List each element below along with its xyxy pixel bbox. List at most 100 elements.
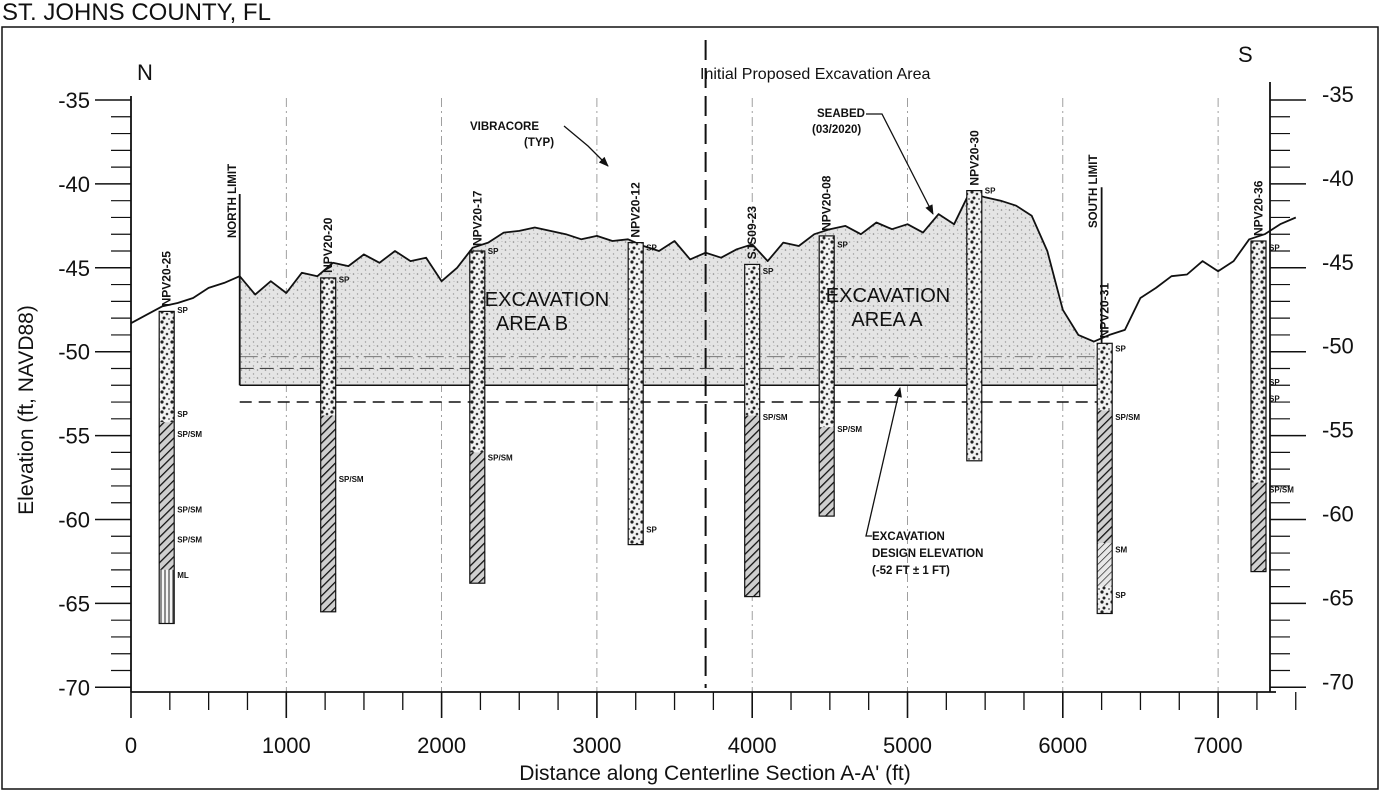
soil-label: SP (837, 240, 848, 249)
y-tick-label-right: -70 (1322, 669, 1354, 694)
boring-name: NPV20-20 (321, 217, 335, 273)
x-tick-label: 7000 (1194, 733, 1243, 758)
boring-layer-sp (819, 235, 835, 428)
area-b-label-2: AREA B (496, 313, 568, 335)
boring-layer-sp (744, 264, 760, 416)
boring-name: NPV20-30 (967, 130, 981, 186)
area-a-label-1: EXCAVATION (826, 285, 950, 307)
boring-layer-sp (320, 277, 336, 416)
boring-name: NPV20-31 (1098, 283, 1112, 339)
boring-outline (320, 277, 337, 613)
boring-outline (469, 250, 486, 584)
x-tick-label: 2000 (417, 733, 466, 758)
y-tick-label-left: -40 (58, 172, 90, 197)
vibracore-label-2: (TYP) (524, 137, 554, 149)
y-tick-label-right: -50 (1322, 334, 1354, 359)
soil-label: SP/SM (837, 425, 862, 434)
plot-frame (1, 26, 1379, 790)
soil-label: SP (177, 306, 188, 315)
x-tick-label: 1000 (262, 733, 311, 758)
soil-label: SP (177, 410, 188, 419)
boring-name: NPV20-17 (470, 190, 484, 246)
boring-layer-sp (1251, 241, 1266, 483)
boring-layer-sp (1097, 343, 1113, 411)
boring-outline (744, 263, 761, 598)
soil-label: SP (1115, 591, 1126, 600)
vibracore-leader (563, 125, 609, 167)
x-tick-label: 5000 (883, 733, 932, 758)
soil-label: SP (488, 247, 499, 256)
design-leader (865, 387, 902, 537)
soil-label: SP/SM (177, 430, 202, 439)
compass-north: N (137, 60, 153, 85)
soil-label: SP/SM (177, 536, 202, 545)
boring-outline (627, 242, 644, 546)
boring-name: NPV20-08 (820, 175, 834, 231)
vibracore-label-1: VIBRACORE (470, 121, 539, 133)
boring-layer-spsm (819, 427, 835, 517)
area-b-label-1: EXCAVATION (485, 289, 609, 311)
y-tick-label-right: -55 (1322, 418, 1354, 443)
boring-layer-sp (159, 311, 175, 423)
boring-layer-spsm (159, 499, 175, 570)
seabed-label-1: SEABED (817, 108, 865, 120)
area-a-label-2: AREA A (851, 309, 923, 331)
excavation-fill (239, 192, 1102, 386)
boring-layer-sp (628, 242, 644, 545)
boring-layer-sp (469, 251, 485, 453)
seabed-leader (866, 113, 934, 215)
excavation-area-fill (239, 192, 1102, 386)
north-limit-label: NORTH LIMIT (227, 164, 239, 238)
boring-outline (818, 235, 835, 517)
boring-layer-spsm (1097, 410, 1113, 543)
soil-label: SP (763, 267, 774, 276)
seabed-line (130, 191, 1297, 343)
y-tick-label-left: -35 (58, 88, 90, 113)
soil-label: ML (177, 571, 189, 580)
soil-label: SP/SM (1115, 413, 1140, 422)
seabed-label-2: (03/2020) (812, 124, 861, 136)
boring-layer-sp (1097, 586, 1113, 614)
boring-name: SJS09-23 (745, 206, 759, 260)
boring-outline (966, 190, 983, 462)
boring-layer-spsm (744, 415, 760, 597)
soil-label: SP/SM (177, 505, 202, 514)
y-tick-label-left: -50 (58, 340, 90, 365)
design-label-1: EXCAVATION (872, 531, 945, 543)
y-tick-label-left: -55 (58, 424, 90, 449)
soil-label: SP/SM (339, 475, 364, 484)
proposed-area-label: Initial Proposed Excavation Area (700, 66, 930, 83)
y-tick-label-left: -65 (58, 591, 90, 616)
axes: 0 1000 2000 3000 4000 5000 6000 7000 -35 -35 -40 -4… (58, 82, 1354, 758)
x-tick-label: 6000 (1038, 733, 1087, 758)
boring-outline (1250, 240, 1267, 573)
design-label-3: (-52 FT ± 1 FT) (872, 565, 950, 577)
x-axis-label: Distance along Centerline Section A-A' (… (519, 762, 911, 785)
boring-layer-sp (966, 190, 982, 461)
x-tick-label: 4000 (728, 733, 777, 758)
boring-outline (1096, 342, 1113, 615)
boring-layer-ml (159, 569, 175, 624)
x-tick-label: 3000 (572, 733, 621, 758)
boring-layer-spsm (469, 452, 485, 584)
soil-label: SP (646, 244, 657, 253)
y-tick-label-left: -45 (58, 256, 90, 281)
soil-label: SP/SM (488, 453, 513, 462)
boring-layer-sm (1097, 543, 1113, 587)
y-tick-label-right: -60 (1322, 502, 1354, 527)
borings: NPV20-25SPSPSP/SMSP/SMSP/SMMLNPV20-20SPS… (158, 130, 1294, 625)
x-tick-label: 0 (125, 733, 137, 758)
soil-label: SP (646, 526, 657, 535)
soil-label: SP (339, 276, 350, 285)
y-axis-label: Elevation (ft, NAVD88) (15, 305, 38, 515)
compass-south: S (1238, 42, 1253, 67)
soil-label: SP (1269, 378, 1280, 387)
y-tick-label-right: -35 (1322, 82, 1354, 107)
